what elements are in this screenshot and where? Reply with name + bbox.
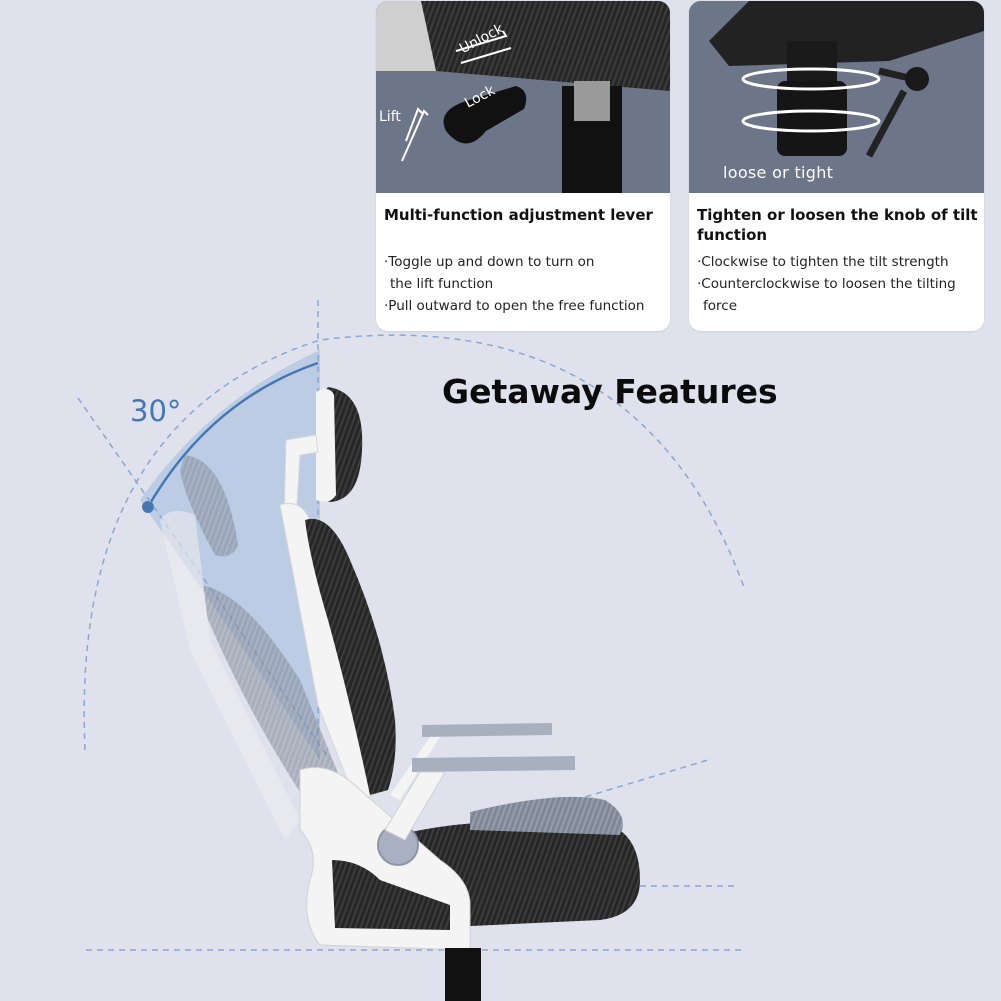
loose-or-tight-label: loose or tight bbox=[723, 163, 834, 182]
page-heading: Getaway Features bbox=[442, 372, 778, 411]
feature-card-tilt-knob: loose or tight Tighten or loosen the kno… bbox=[689, 1, 984, 331]
bullet-line: ·Clockwise to tighten the tilt strength bbox=[697, 254, 949, 270]
card-bullets: ·Toggle up and down to turn on the lift … bbox=[384, 251, 664, 317]
recline-arc-accent bbox=[146, 361, 319, 508]
card-title: Multi-function adjustment lever bbox=[384, 206, 653, 224]
armrest-back bbox=[422, 723, 552, 737]
bullet-line: ·Pull outward to open the free function bbox=[384, 298, 645, 314]
recline-angle-label: 30° bbox=[130, 394, 182, 428]
card-bullets: ·Clockwise to tighten the tilt strength … bbox=[697, 251, 978, 317]
reclined-chair-ghost bbox=[160, 455, 345, 840]
lever-photo: Unlock Lock Lift bbox=[376, 1, 670, 193]
backrest-mesh bbox=[305, 518, 396, 795]
tilt-knob-photo: loose or tight bbox=[689, 1, 984, 193]
gas-cylinder bbox=[445, 948, 481, 1001]
recline-arc-outer bbox=[83, 334, 746, 751]
armrest-front bbox=[412, 756, 575, 772]
lift-label: Lift bbox=[379, 109, 401, 125]
bullet-line: ·Counterclockwise to loosen the tilting bbox=[697, 276, 956, 292]
guide-line-arm bbox=[574, 759, 709, 801]
bullet-line: force bbox=[703, 298, 737, 314]
bullet-line: the lift function bbox=[390, 276, 494, 292]
feature-card-adjustment-lever: Unlock Lock Lift Multi-function adjustme… bbox=[376, 1, 670, 331]
bullet-line: ·Toggle up and down to turn on bbox=[384, 254, 595, 270]
card-title: Tighten or loosen the knob of tilt funct… bbox=[697, 206, 978, 244]
recline-arc-point bbox=[142, 501, 154, 513]
